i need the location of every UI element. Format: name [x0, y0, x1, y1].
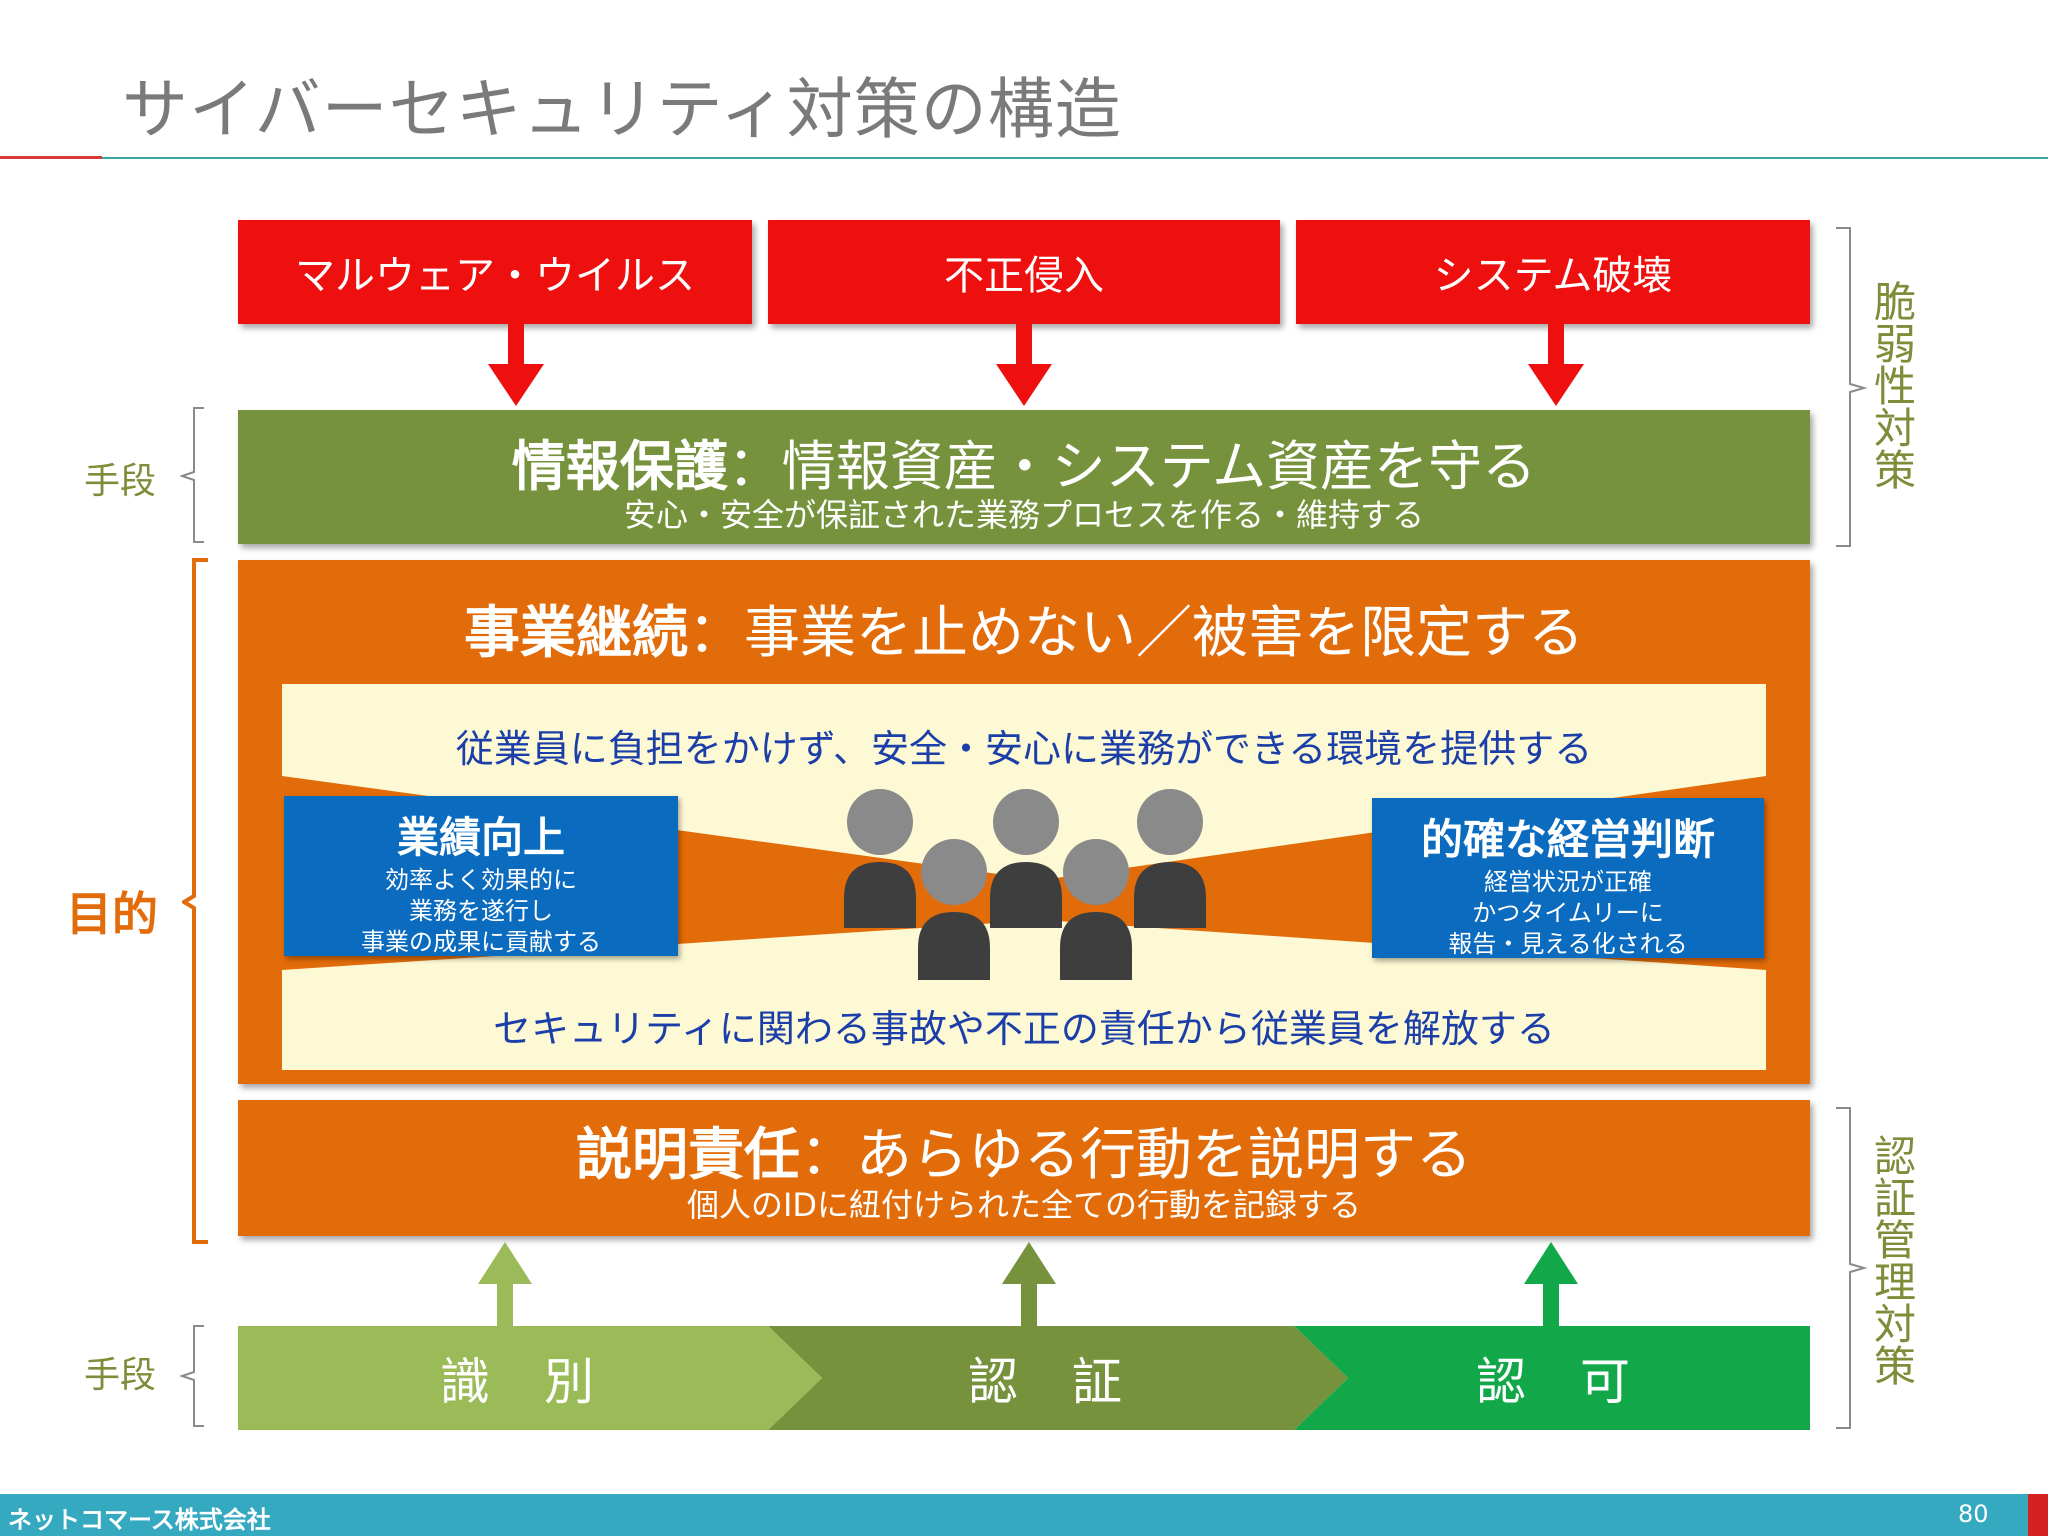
- red-arrow-down-1-icon: [488, 324, 544, 406]
- performance-line: 事業の成果に貢献する: [361, 928, 601, 956]
- step-identification-shape: [238, 1326, 822, 1430]
- red-arrow-down-2-icon: [996, 324, 1052, 406]
- auth-mgmt-char: 管: [1873, 1216, 1916, 1265]
- footer-company: ネットコマース株式会社: [8, 1506, 271, 1534]
- performance-line: 業務を遂行し: [409, 897, 553, 925]
- footer-accent: [2028, 1494, 2048, 1536]
- accountability-sub: 個人のIDに紐付けられた全ての行動を記録する: [686, 1186, 1362, 1224]
- auth-mgmt-char: 対: [1873, 1300, 1916, 1349]
- threat-malware: マルウェア・ウイルス: [238, 220, 752, 324]
- green-arrow-up-2-icon: [1002, 1242, 1056, 1326]
- purpose-label: 目的: [66, 887, 158, 941]
- performance-line: 効率よく効果的に: [385, 866, 577, 894]
- page-number: 80: [1958, 1500, 1989, 1528]
- means-top-label: 手段: [84, 461, 157, 502]
- threat-destruction: システム破壊: [1296, 220, 1810, 324]
- performance-title: 業績向上: [396, 813, 565, 862]
- step-authorization-shape: [1294, 1326, 1810, 1430]
- green-arrow-up-3-icon: [1524, 1242, 1578, 1326]
- accountability-rest: ：あらゆる行動を説明する: [800, 1123, 1472, 1188]
- purpose-bracket: [182, 558, 208, 1244]
- slide-title: サイバーセキュリティ対策の構造: [122, 71, 1122, 148]
- vulnerability-char: 弱: [1873, 320, 1916, 369]
- threat-intrusion: 不正侵入: [768, 220, 1280, 324]
- step-authorization-label: 認 可: [1476, 1353, 1632, 1411]
- red-arrow-down-3-icon: [1528, 324, 1584, 406]
- footer-bar: [0, 1494, 2028, 1536]
- vulnerability-char: 対: [1873, 404, 1916, 453]
- means-bottom-label: 手段: [84, 1355, 157, 1396]
- accountability-band: 説明責任：あらゆる行動を説明する 個人のIDに紐付けられた全ての行動を記録する: [238, 1100, 1810, 1236]
- step-identification-label: 識 別: [440, 1353, 596, 1411]
- green-arrow-up-1-icon: [478, 1242, 532, 1326]
- means-top-bracket: [180, 407, 204, 543]
- management-decision-box: 的確な経営判断 経営状況が正確 かつタイムリーに 報告・見える化される: [1372, 798, 1764, 958]
- business-continuity-rest: ：事業を止めない／被害を限定する: [688, 601, 1584, 666]
- info-protection-heading: 情報保護：情報資産・システム資産を守る: [238, 422, 1810, 501]
- step-authentication-label: 認 証: [968, 1353, 1124, 1411]
- step-authentication-shape: [768, 1326, 1348, 1430]
- cream-top-shape: [282, 684, 1766, 880]
- auth-mgmt-char: 策: [1873, 1342, 1916, 1391]
- vulnerability-char: 策: [1873, 446, 1916, 495]
- performance-box: 業績向上 効率よく効果的に 業務を遂行し 事業の成果に貢献する: [284, 796, 678, 956]
- auth-mgmt-char: 証: [1873, 1174, 1916, 1223]
- vulnerability-label: 脆 弱 性 対 策: [1870, 282, 1920, 492]
- vulnerability-char: 性: [1873, 362, 1916, 411]
- title-rule-red: [0, 156, 102, 159]
- business-continuity-bold: 事業継続: [464, 601, 688, 666]
- bottom-banner-text: セキュリティに関わる事故や不正の責任から従業員を解放する: [493, 1007, 1555, 1051]
- management-decision-title: 的確な経営判断: [1420, 815, 1715, 864]
- info-protection-band: 情報保護：情報資産・システム資産を守る 安心・安全が保証された業務プロセスを作る…: [238, 410, 1810, 544]
- process-steps: [238, 1326, 1810, 1430]
- top-banner-text: 従業員に負担をかけず、安全・安心に業務ができる環境を提供する: [455, 727, 1593, 771]
- accountability-bold: 説明責任: [576, 1123, 800, 1188]
- info-protection-bold: 情報保護: [511, 435, 728, 498]
- management-decision-line: 経営状況が正確: [1484, 868, 1652, 896]
- vulnerability-char: 脆: [1873, 278, 1916, 327]
- vulnerability-bracket: [1836, 227, 1868, 547]
- title-rule-teal: [102, 157, 2048, 159]
- accountability-heading: 説明責任：あらゆる行動を説明する: [238, 1110, 1810, 1191]
- auth-mgmt-char: 理: [1873, 1258, 1916, 1307]
- info-protection-sub: 安心・安全が保証された業務プロセスを作る・維持する: [623, 496, 1424, 534]
- management-decision-line: 報告・見える化される: [1448, 930, 1688, 958]
- management-decision-line: かつタイムリーに: [1472, 899, 1664, 927]
- people-group-icon: [844, 789, 1206, 980]
- means-bottom-bracket: [180, 1325, 204, 1427]
- auth-mgmt-label: 認 証 管 理 対 策: [1870, 1136, 1920, 1388]
- info-protection-rest: ：情報資産・システム資産を守る: [727, 435, 1537, 498]
- auth-mgmt-char: 認: [1873, 1132, 1916, 1181]
- auth-mgmt-bracket: [1836, 1107, 1868, 1429]
- business-continuity-heading: 事業継続：事業を止めない／被害を限定する: [238, 588, 1810, 669]
